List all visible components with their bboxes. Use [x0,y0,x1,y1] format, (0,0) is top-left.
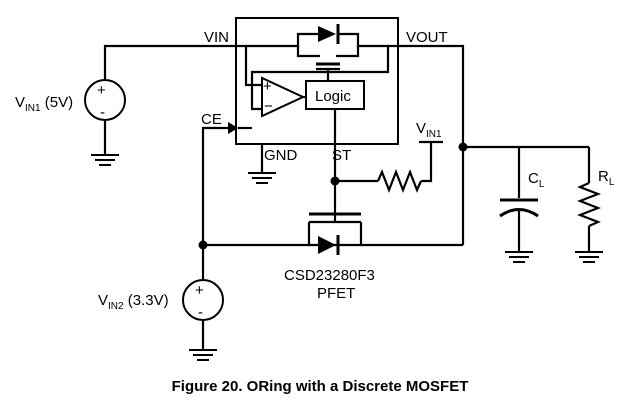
cap-ground-icon [505,251,533,263]
cap-label: CL [528,170,545,190]
pullup-wire-right [421,142,433,183]
svg-text:+: + [195,282,204,299]
pfet-gate-icon [203,212,463,247]
comparator-icon: + − [261,76,306,118]
pin-label-gnd: GND [264,147,298,164]
vin1-wire-top [103,44,237,80]
ce-arrow-icon [228,122,238,134]
pin-label-ce: CE [201,111,222,128]
internal-diode-icon [318,24,340,44]
vin1-label: VIN1 (5V) [15,94,73,114]
vin1-ground-icon [91,154,119,166]
vin1-source: + - [84,79,126,121]
capacitor-icon [499,198,539,218]
svg-text:-: - [100,104,105,121]
logic-label: Logic [315,88,351,105]
internal-mosfet-icon [296,46,360,81]
internal-wire-vout [338,32,398,48]
gnd-pin-ground-icon [248,172,276,184]
svg-text:-: - [198,304,203,321]
ce-input-wire [201,126,228,245]
vout-rail [398,44,465,245]
vin1-ref-label: VIN1 [416,120,442,140]
comparator-minus-wire [250,46,390,111]
svg-text:+: + [97,82,106,99]
svg-text:−: − [264,98,273,115]
vin2-ground-icon [189,349,217,361]
ic-package-outline [235,17,399,145]
pin-label-st: ST [332,147,351,164]
pin-label-vout: VOUT [406,29,448,46]
vin2-source: + - [182,279,224,321]
pfet-type-label: PFET [317,285,355,302]
comparator-plus-wire [244,46,262,87]
pfet-body-diode-icon [318,235,340,255]
figure-caption: Figure 20. ORing with a Discrete MOSFET [171,378,469,395]
pin-label-vin: VIN [204,29,229,46]
res-ground-icon [575,251,603,263]
vin2-label: VIN2 (3.3V) [98,292,169,312]
pfet-part-number: CSD23280F3 [284,267,375,284]
load-resistor-icon [576,181,602,228]
res-label: RL [598,168,615,188]
pullup-resistor-icon [376,168,423,194]
internal-wire-vin [237,32,318,48]
svg-text:+: + [263,78,272,95]
